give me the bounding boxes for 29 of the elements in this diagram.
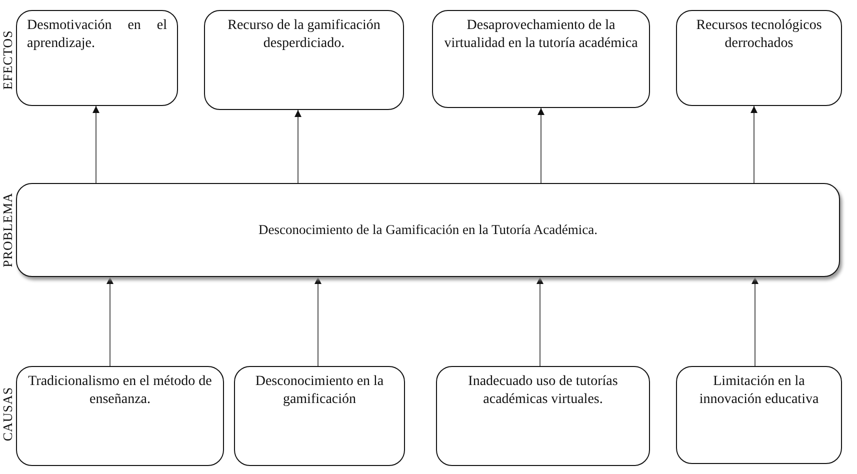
box-text: Desmotivación en el aprendizaje. [27,17,167,52]
box-text: Inadecuado uso de tutorías académicas virtuales. [468,374,618,406]
arrow [538,108,544,184]
box-text: Recurso de la gamificación desperdiciado. [228,18,380,50]
rounded-box [432,10,650,108]
arrow [536,276,544,366]
box-text: Desconocimiento de la Gamificación en la Tutoría Académica. [258,222,598,238]
box-text: Desaprovechamiento de la virtualidad en la tutoría académica [444,18,638,50]
side-label: PROBLEMA [0,192,16,268]
box-text: Tradicionalismo en el método de enseñanza. [28,374,212,406]
rounded-box [676,366,842,464]
box-text: Recursos tecnológicos derrochados [696,18,822,50]
arrow [92,106,100,184]
arrow [750,106,758,184]
problem-box [16,183,840,277]
arrow [314,276,322,366]
side-label: EFECTOS [0,30,16,90]
rounded-box [436,366,650,466]
rounded-box [204,10,404,110]
rounded-box [676,10,842,106]
arrow [294,110,302,184]
rounded-box [234,366,405,466]
arrow [752,276,758,366]
box-text: Limitación en la innovación educativa [699,374,819,406]
box-text: Desconocimiento en la gamificación [255,374,384,406]
arrow [106,276,114,366]
rounded-box [16,366,224,466]
rounded-box [16,10,178,106]
side-label: CAUSAS [0,386,16,442]
